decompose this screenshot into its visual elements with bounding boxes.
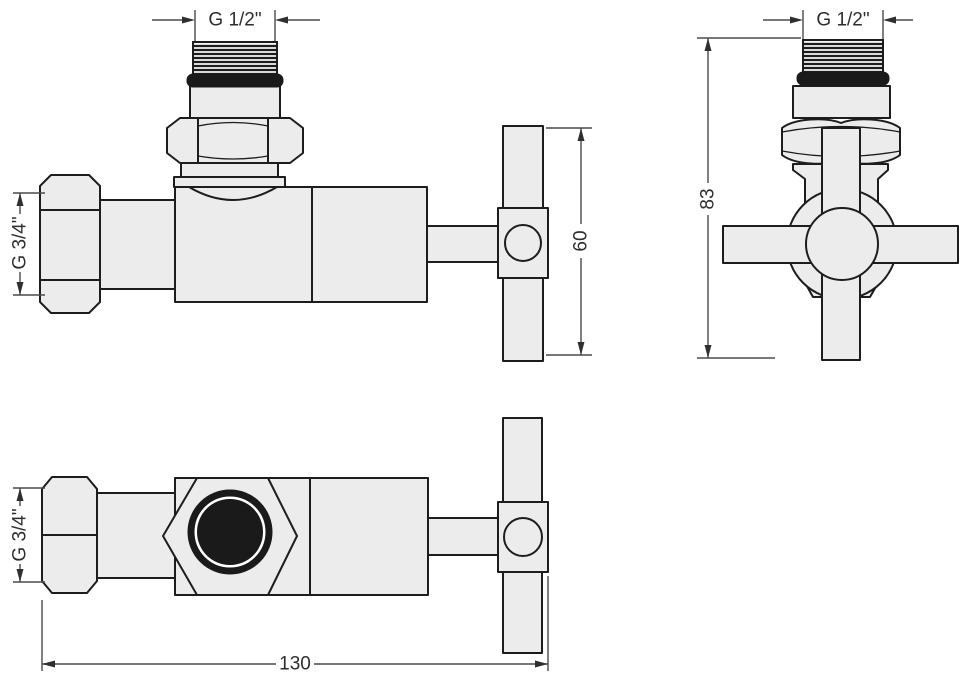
side-thread [192, 41, 278, 77]
dim-side-thread-left: G 3/4" [10, 192, 45, 296]
side-union-collar [173, 176, 286, 188]
dim-front-thread-top: G 1/2" [763, 10, 913, 39]
top-left-hex-nut [41, 476, 98, 594]
dim-total-height: 83 [697, 37, 801, 359]
dim-handle-height: 60 [546, 127, 592, 356]
side-top-collar [189, 85, 281, 119]
dim-label-side-thread-left: G 3/4" [10, 216, 31, 269]
dim-total-length: 130 [41, 576, 549, 675]
front-handle-hub [805, 207, 879, 281]
front-top-collar [792, 85, 891, 119]
side-handle-stem [426, 225, 499, 263]
dim-label-handle-height: 60 [571, 230, 592, 251]
top-seat-opening [197, 499, 263, 565]
front-oring-seal [796, 71, 890, 86]
top-view: G 3/4" 130 [10, 417, 549, 675]
side-valve-body [174, 186, 428, 303]
top-handle-screw [503, 517, 543, 557]
side-oring-seal [186, 73, 284, 88]
dim-label-total-height: 83 [698, 188, 719, 209]
side-left-tube [97, 199, 178, 290]
dim-label-side-thread-top: G 1/2" [208, 10, 261, 31]
side-handle-screw [504, 224, 542, 262]
side-left-hex-nut [39, 174, 101, 314]
dim-side-thread-top: G 1/2" [152, 10, 320, 41]
dim-top-thread-left: G 3/4" [10, 487, 45, 583]
dim-label-front-thread-top: G 1/2" [816, 10, 869, 31]
side-union-hex-nut [166, 117, 304, 164]
dim-label-total-length: 130 [279, 654, 311, 675]
dim-label-top-thread-left: G 3/4" [10, 508, 31, 561]
front-view: G 1/2" 83 [697, 10, 959, 361]
top-handle-stem [427, 517, 499, 556]
front-thread [802, 39, 884, 75]
side-view: G 1/2" G 3/4" 60 [10, 10, 592, 362]
